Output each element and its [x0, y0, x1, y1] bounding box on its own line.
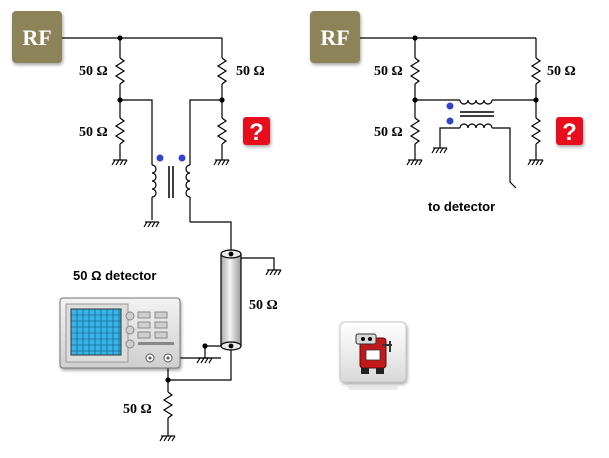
resistor-left-top — [409, 57, 421, 85]
resistor-label: 50 Ω — [374, 125, 403, 140]
scope-screen — [70, 308, 122, 356]
transformer-coil-secondary — [459, 123, 493, 129]
resistor-right-bottom — [530, 117, 542, 145]
question-mark-icon: ? — [249, 119, 264, 146]
toolbox-button[interactable] — [339, 321, 407, 390]
ground-symbol — [406, 159, 423, 166]
resistor-right-top — [216, 57, 228, 85]
resistor-label: 50 Ω — [79, 125, 108, 140]
ground-symbol — [159, 435, 176, 442]
right-circuit: RF — [310, 11, 544, 189]
coax-label: 50 Ω — [249, 298, 278, 313]
resistor-label: 50 Ω — [79, 64, 108, 79]
rf-source-right[interactable]: RF — [310, 11, 360, 63]
ground-symbol — [431, 147, 448, 154]
help-button-left[interactable]: ? — [243, 117, 270, 146]
ground-symbol — [143, 221, 160, 228]
rf-label-left: RF — [22, 25, 51, 50]
labels: 50 Ω 50 Ω 50 Ω 50 Ω 50 Ω 50 Ω 50 Ω 50 Ω … — [73, 64, 576, 417]
resistor-left-top — [114, 57, 126, 85]
resistor-left-bottom — [409, 117, 421, 145]
ground-symbol — [111, 159, 128, 166]
resistor-label: 50 Ω — [123, 402, 152, 417]
resistor-label: 50 Ω — [374, 64, 403, 79]
oscilloscope-detector[interactable] — [59, 297, 181, 369]
rf-source-left[interactable]: RF — [12, 11, 62, 63]
question-mark-icon: ? — [562, 119, 577, 146]
rf-label-right: RF — [320, 25, 349, 50]
detector-title: 50 Ω detector — [73, 268, 156, 283]
resistor-left-bottom — [114, 117, 126, 145]
transformer-coil-primary — [459, 99, 493, 105]
coax-cable[interactable] — [220, 249, 242, 351]
ground-symbol — [265, 269, 282, 276]
left-circuit: RF — [12, 11, 282, 442]
transformer-coil-secondary — [185, 164, 191, 222]
resistor-label: 50 Ω — [547, 64, 576, 79]
ground-symbol — [527, 159, 544, 166]
transformer-coil-primary — [151, 164, 157, 220]
resistor-right-top — [530, 57, 542, 85]
resistor-detector-load — [162, 391, 174, 419]
toolbox-character-icon — [355, 333, 392, 374]
resistor-label: 50 Ω — [236, 64, 265, 79]
to-detector-label: to detector — [428, 199, 495, 214]
ground-symbol — [213, 159, 230, 166]
resistor-right-bottom — [216, 117, 228, 145]
ground-symbol — [196, 357, 213, 364]
help-button-right[interactable]: ? — [556, 117, 583, 146]
